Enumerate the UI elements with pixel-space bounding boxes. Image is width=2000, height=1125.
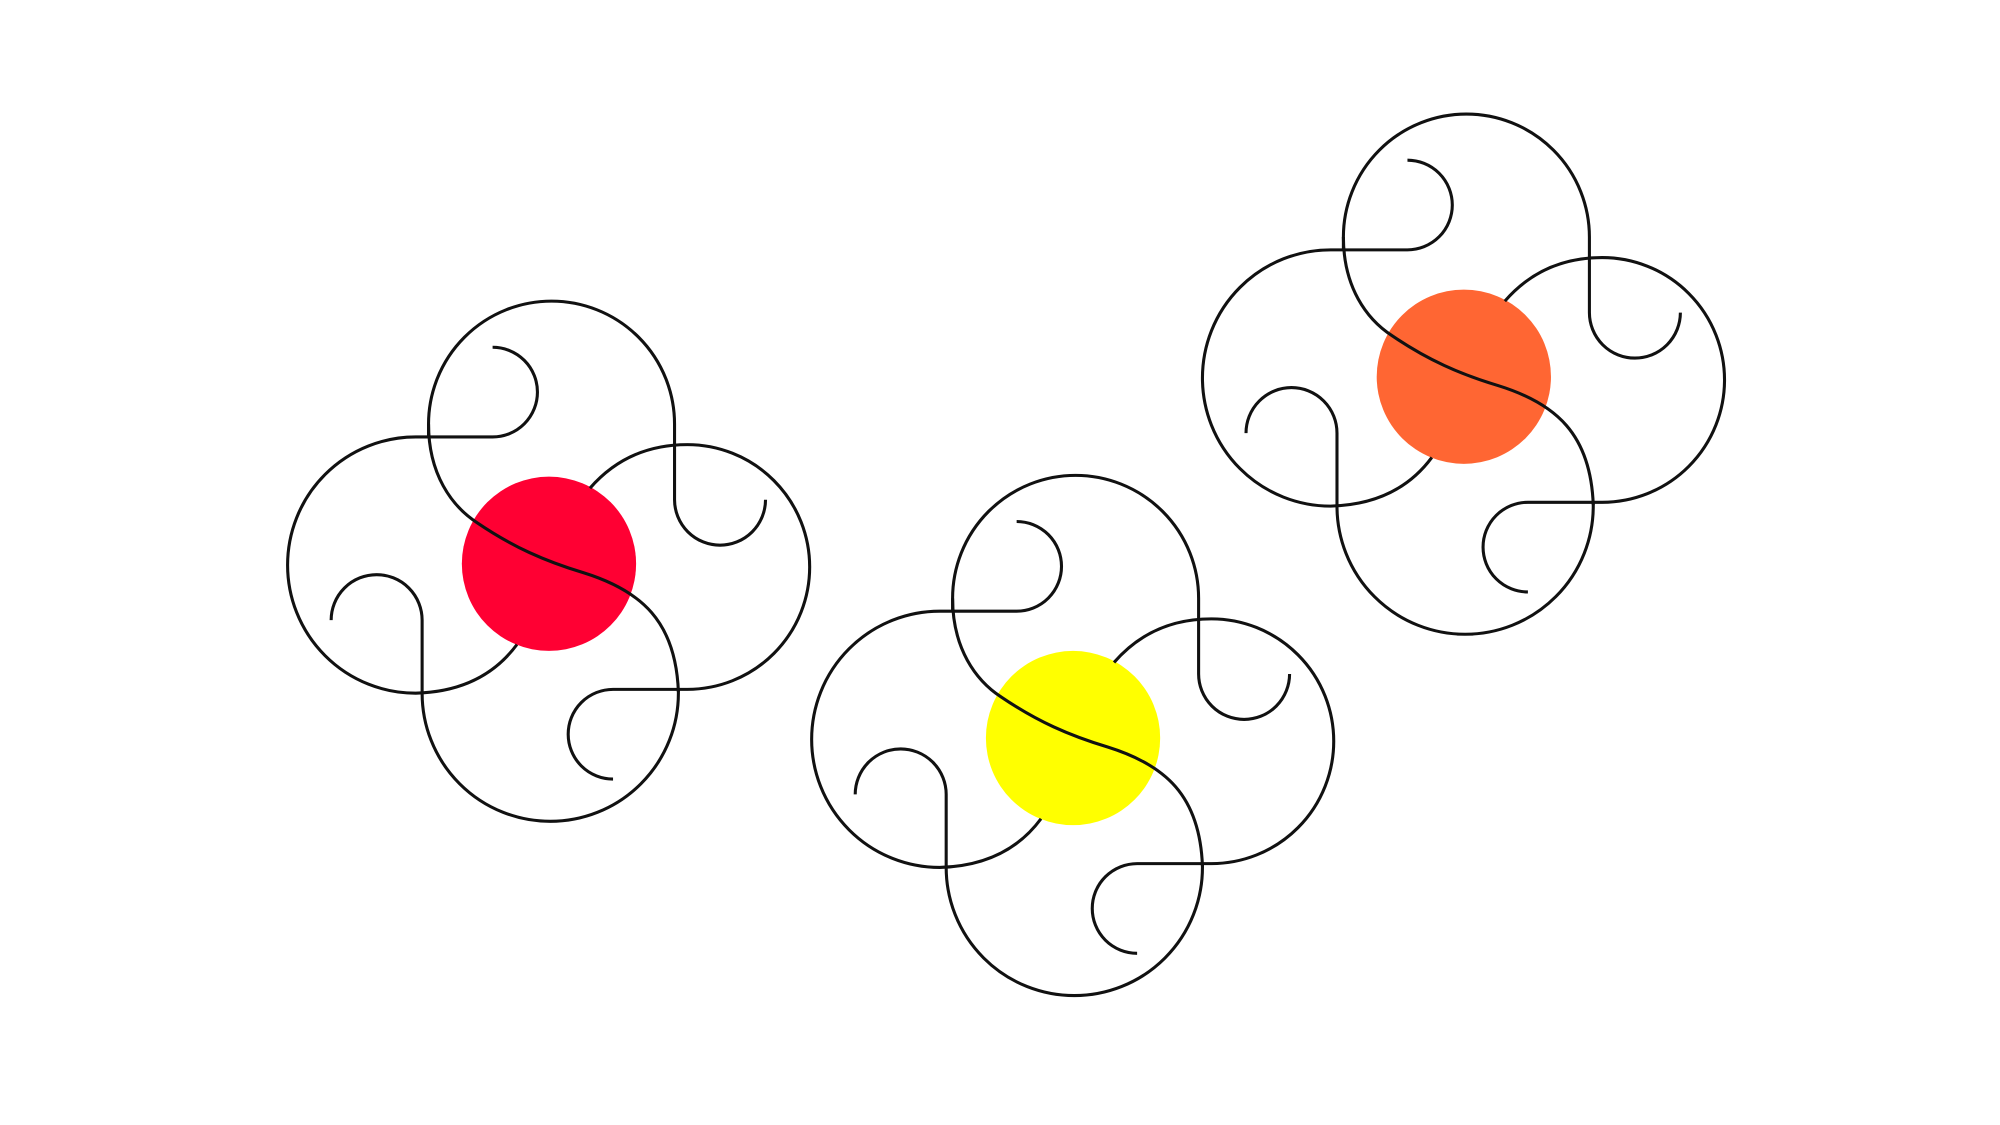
knot-motif-orange (1200, 112, 1727, 636)
center-s-curve (426, 424, 680, 692)
top-loop-line (951, 473, 1292, 721)
bottom-loop-line (1244, 386, 1595, 636)
right-loop-line (1503, 256, 1727, 504)
center-s-curve (951, 598, 1204, 867)
bottom-loop-line (853, 747, 1204, 998)
bottom-loop-line (329, 573, 680, 823)
knot-motif-yellow (810, 473, 1336, 998)
right-loop-line (588, 443, 812, 691)
yellow-circle (985, 650, 1161, 826)
top-loop-line (426, 299, 768, 547)
left-loop-line (810, 519, 1064, 869)
orange-circle (1376, 289, 1551, 464)
center-s-curve (1341, 237, 1595, 505)
left-loop-line (1200, 158, 1454, 508)
red-circle (461, 476, 637, 651)
knot-motif-red (286, 299, 812, 823)
top-loop-line (1341, 112, 1682, 360)
left-loop-line (286, 345, 539, 695)
right-loop-line (1112, 617, 1336, 866)
